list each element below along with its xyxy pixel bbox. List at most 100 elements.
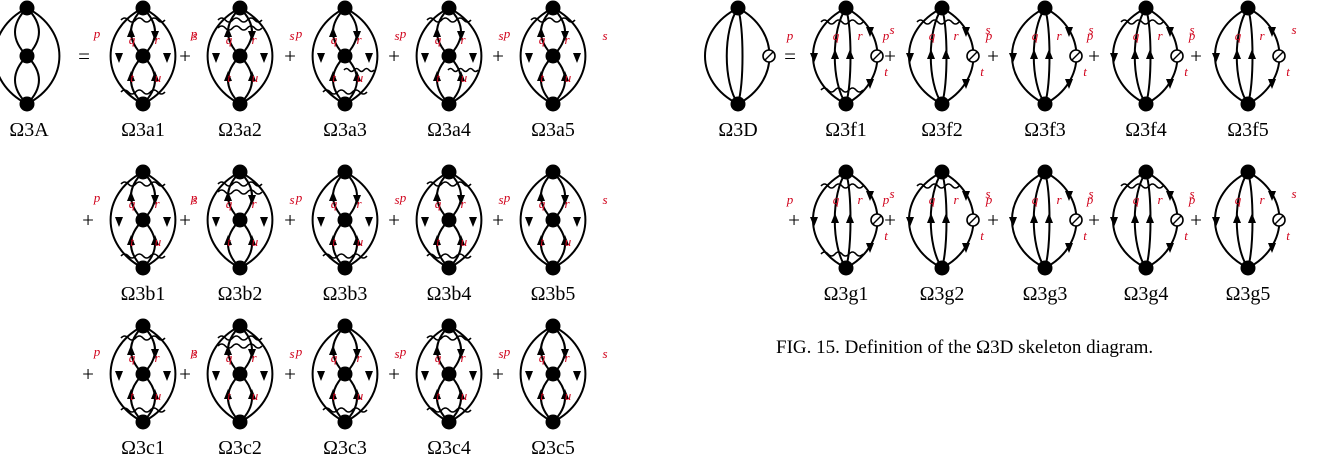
outer-propagator-left [1214,171,1249,269]
momentum-label-u: u [565,388,572,403]
momentum-label-s: s [1088,186,1093,201]
vertex-dot [1240,0,1256,16]
arrowhead [846,213,854,223]
momentum-label-r: r [251,350,257,365]
outer-propagator-left [206,325,241,423]
momentum-label-s: s [192,346,197,361]
diagram-label: Ω3f1 [825,119,867,141]
momentum-label-u: u [461,70,468,85]
momentum-label-r: r [1259,28,1265,43]
vertex-dot [1037,164,1053,180]
arrowhead [353,31,361,41]
momentum-label-p: p [295,190,303,205]
momentum-label-s: s [498,192,503,207]
interaction-wiggle-line [820,183,864,189]
outer-propagator-right [448,171,483,269]
arrowhead [151,71,159,81]
momentum-label-u: u [155,388,162,403]
arrowhead [573,371,581,381]
diagram-label: Ω3b2 [218,283,263,305]
momentum-label-s: s [985,186,990,201]
momentum-label-p: p [190,26,198,41]
outer-propagator-left [206,7,241,105]
arrowhead [317,217,325,227]
momentum-label-r: r [1157,28,1163,43]
momentum-label-r: r [564,32,570,47]
vertex-dot [545,212,561,228]
arrowhead [421,217,429,227]
arrowhead [433,71,441,81]
arrowhead [212,53,220,63]
vertex-dot [1138,96,1154,112]
arrowhead [151,31,159,41]
counterterm-slash [1071,51,1081,61]
arrowhead [1065,191,1073,201]
momentum-label-t: t [130,388,134,403]
plus-sign: + [492,208,504,232]
vertex-dot [19,96,35,112]
momentum-label-u: u [357,234,364,249]
plus-sign: + [1088,208,1100,232]
arrowhead [537,27,545,37]
diagram-label: Ω3a1 [121,119,165,141]
arrowhead [942,213,950,223]
arrowhead [421,53,429,63]
outer-propagator-right [26,7,61,105]
outer-propagator-left [109,325,144,423]
interaction-wiggle-line [120,17,166,23]
momentum-label-t: t [130,234,134,249]
momentum-label-p: p [1188,192,1196,207]
outer-propagator-right [239,325,274,423]
interaction-wiggle-line [916,19,960,25]
momentum-label-t: t [980,228,984,243]
momentum-label-p: p [503,190,511,205]
momentum-label-q: q [331,350,338,365]
arrowhead [1045,213,1053,223]
momentum-label-t: t [332,388,336,403]
diagram-label: Ω3c5 [531,437,575,459]
arrowhead [1233,49,1241,59]
vertex-dot [1138,260,1154,276]
momentum-label-q: q [129,32,136,47]
momentum-label-q: q [833,192,840,207]
momentum-label-r: r [857,28,863,43]
arrowhead [248,195,256,205]
arrowhead [962,27,970,37]
arrowhead [163,53,171,63]
vertex-dot [545,96,561,112]
plus-sign: + [179,208,191,232]
vertex-dot [1037,96,1053,112]
vertex-dot [838,164,854,180]
arrowhead [1268,243,1276,253]
momentum-label-q: q [129,196,136,211]
arrowhead [248,31,256,41]
momentum-label-t: t [884,64,888,79]
skeleton-label: Ω3D [718,119,757,141]
arrowhead [537,345,545,355]
vertex-dot [838,0,854,16]
arrowhead [866,27,874,37]
arrowhead [224,71,232,81]
momentum-label-s: s [1291,22,1296,37]
vertex-dot [337,414,353,430]
outer-propagator-right [552,171,587,269]
vertex-dot [337,96,353,112]
inner-propagator [725,7,739,105]
momentum-label-t: t [540,70,544,85]
interaction-wiggle-line [343,67,375,73]
arrowhead [1166,27,1174,37]
arrowhead [1268,79,1276,89]
momentum-label-p: p [786,192,794,207]
vertex-dot [19,0,35,16]
momentum-label-s: s [498,28,503,43]
vertex-dot [337,164,353,180]
momentum-label-q: q [129,350,136,365]
momentum-label-q: q [435,196,442,211]
momentum-label-p: p [786,28,794,43]
